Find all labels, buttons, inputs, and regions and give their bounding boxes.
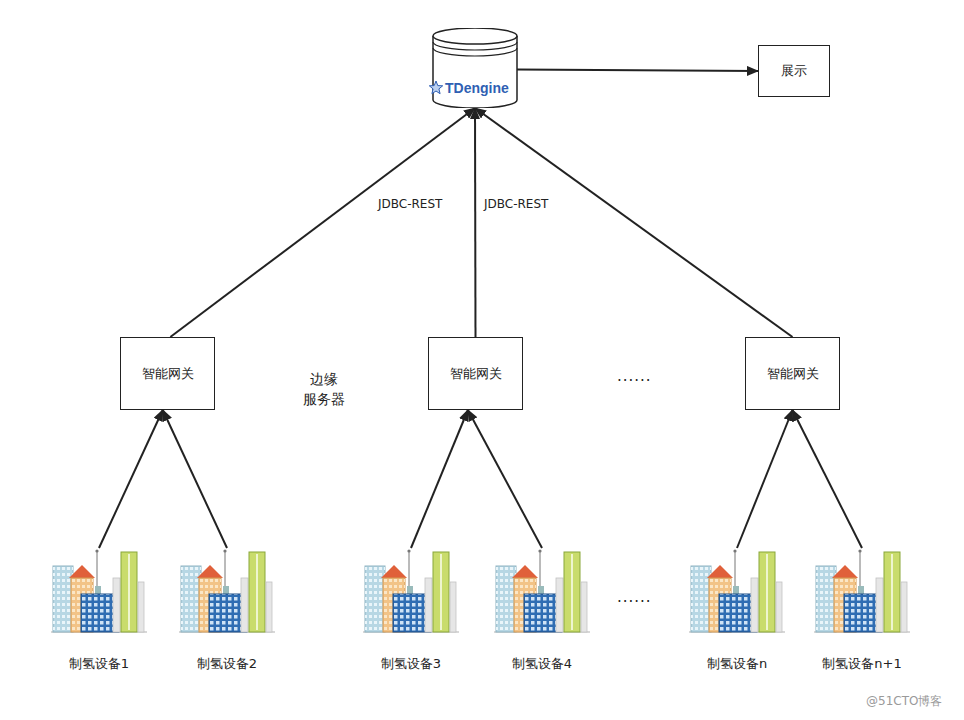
gateway-box: 智能网关 bbox=[120, 337, 215, 410]
building-illustration bbox=[363, 548, 459, 634]
ellipsis-dots: ...... bbox=[617, 367, 652, 386]
connector-arrow bbox=[170, 108, 475, 337]
device-caption: 制氢设备n bbox=[686, 656, 788, 672]
cylinder-band bbox=[433, 48, 517, 56]
building-graphic bbox=[363, 549, 459, 632]
connector-arrow bbox=[468, 410, 542, 548]
ellipsis-dots: ...... bbox=[617, 588, 652, 607]
device-node: 制氢设备n+1 bbox=[811, 548, 913, 678]
device-node: 制氢设备3 bbox=[360, 548, 462, 678]
building-graphic bbox=[814, 549, 910, 632]
node-label: 智能网关 bbox=[450, 366, 502, 382]
connector-arrow bbox=[411, 410, 468, 548]
gateway-box: 智能网关 bbox=[428, 337, 523, 410]
protocol-label: JDBC-REST bbox=[482, 197, 550, 212]
node-label: 智能网关 bbox=[767, 366, 819, 382]
protocol-label: JDBC-REST bbox=[376, 197, 444, 212]
database-cylinder: TDengine bbox=[425, 28, 525, 108]
gateway-box: 智能网关 bbox=[745, 337, 840, 410]
device-caption: 制氢设备4 bbox=[491, 656, 593, 672]
building-graphic bbox=[179, 549, 275, 632]
device-caption: 制氢设备3 bbox=[360, 656, 462, 672]
display-box: 展示 bbox=[758, 45, 830, 97]
connector-arrow bbox=[793, 410, 863, 548]
device-caption: 制氢设备n+1 bbox=[811, 656, 913, 672]
node-label: 展示 bbox=[781, 63, 807, 79]
connector-arrow bbox=[163, 410, 227, 548]
connector-arrow bbox=[474, 108, 477, 337]
building-illustration bbox=[689, 548, 785, 634]
building-illustration bbox=[51, 548, 147, 634]
building-graphic bbox=[494, 549, 590, 632]
star-logo bbox=[429, 81, 442, 94]
cylinder-top bbox=[433, 28, 517, 44]
device-node: 制氢设备1 bbox=[48, 548, 150, 678]
connector-arrow bbox=[737, 410, 793, 548]
connector-arrow bbox=[475, 108, 793, 337]
building-graphic bbox=[51, 549, 147, 632]
device-caption: 制氢设备1 bbox=[48, 656, 150, 672]
building-illustration bbox=[494, 548, 590, 634]
connector-arrow bbox=[517, 70, 758, 71]
building-illustration bbox=[179, 548, 275, 634]
device-node: 制氢设备2 bbox=[176, 548, 278, 678]
connector-arrow bbox=[99, 410, 163, 548]
node-label: 智能网关 bbox=[142, 366, 194, 382]
watermark: @51CTO博客 bbox=[866, 694, 942, 709]
cylinder-body bbox=[433, 36, 517, 108]
device-caption: 制氢设备2 bbox=[176, 656, 278, 672]
edge-server-note: 边缘 服务器 bbox=[296, 370, 352, 409]
device-node: 制氢设备n bbox=[686, 548, 788, 678]
building-graphic bbox=[689, 549, 785, 632]
database-name: TDengine bbox=[445, 80, 509, 97]
device-node: 制氢设备4 bbox=[491, 548, 593, 678]
building-illustration bbox=[814, 548, 910, 634]
